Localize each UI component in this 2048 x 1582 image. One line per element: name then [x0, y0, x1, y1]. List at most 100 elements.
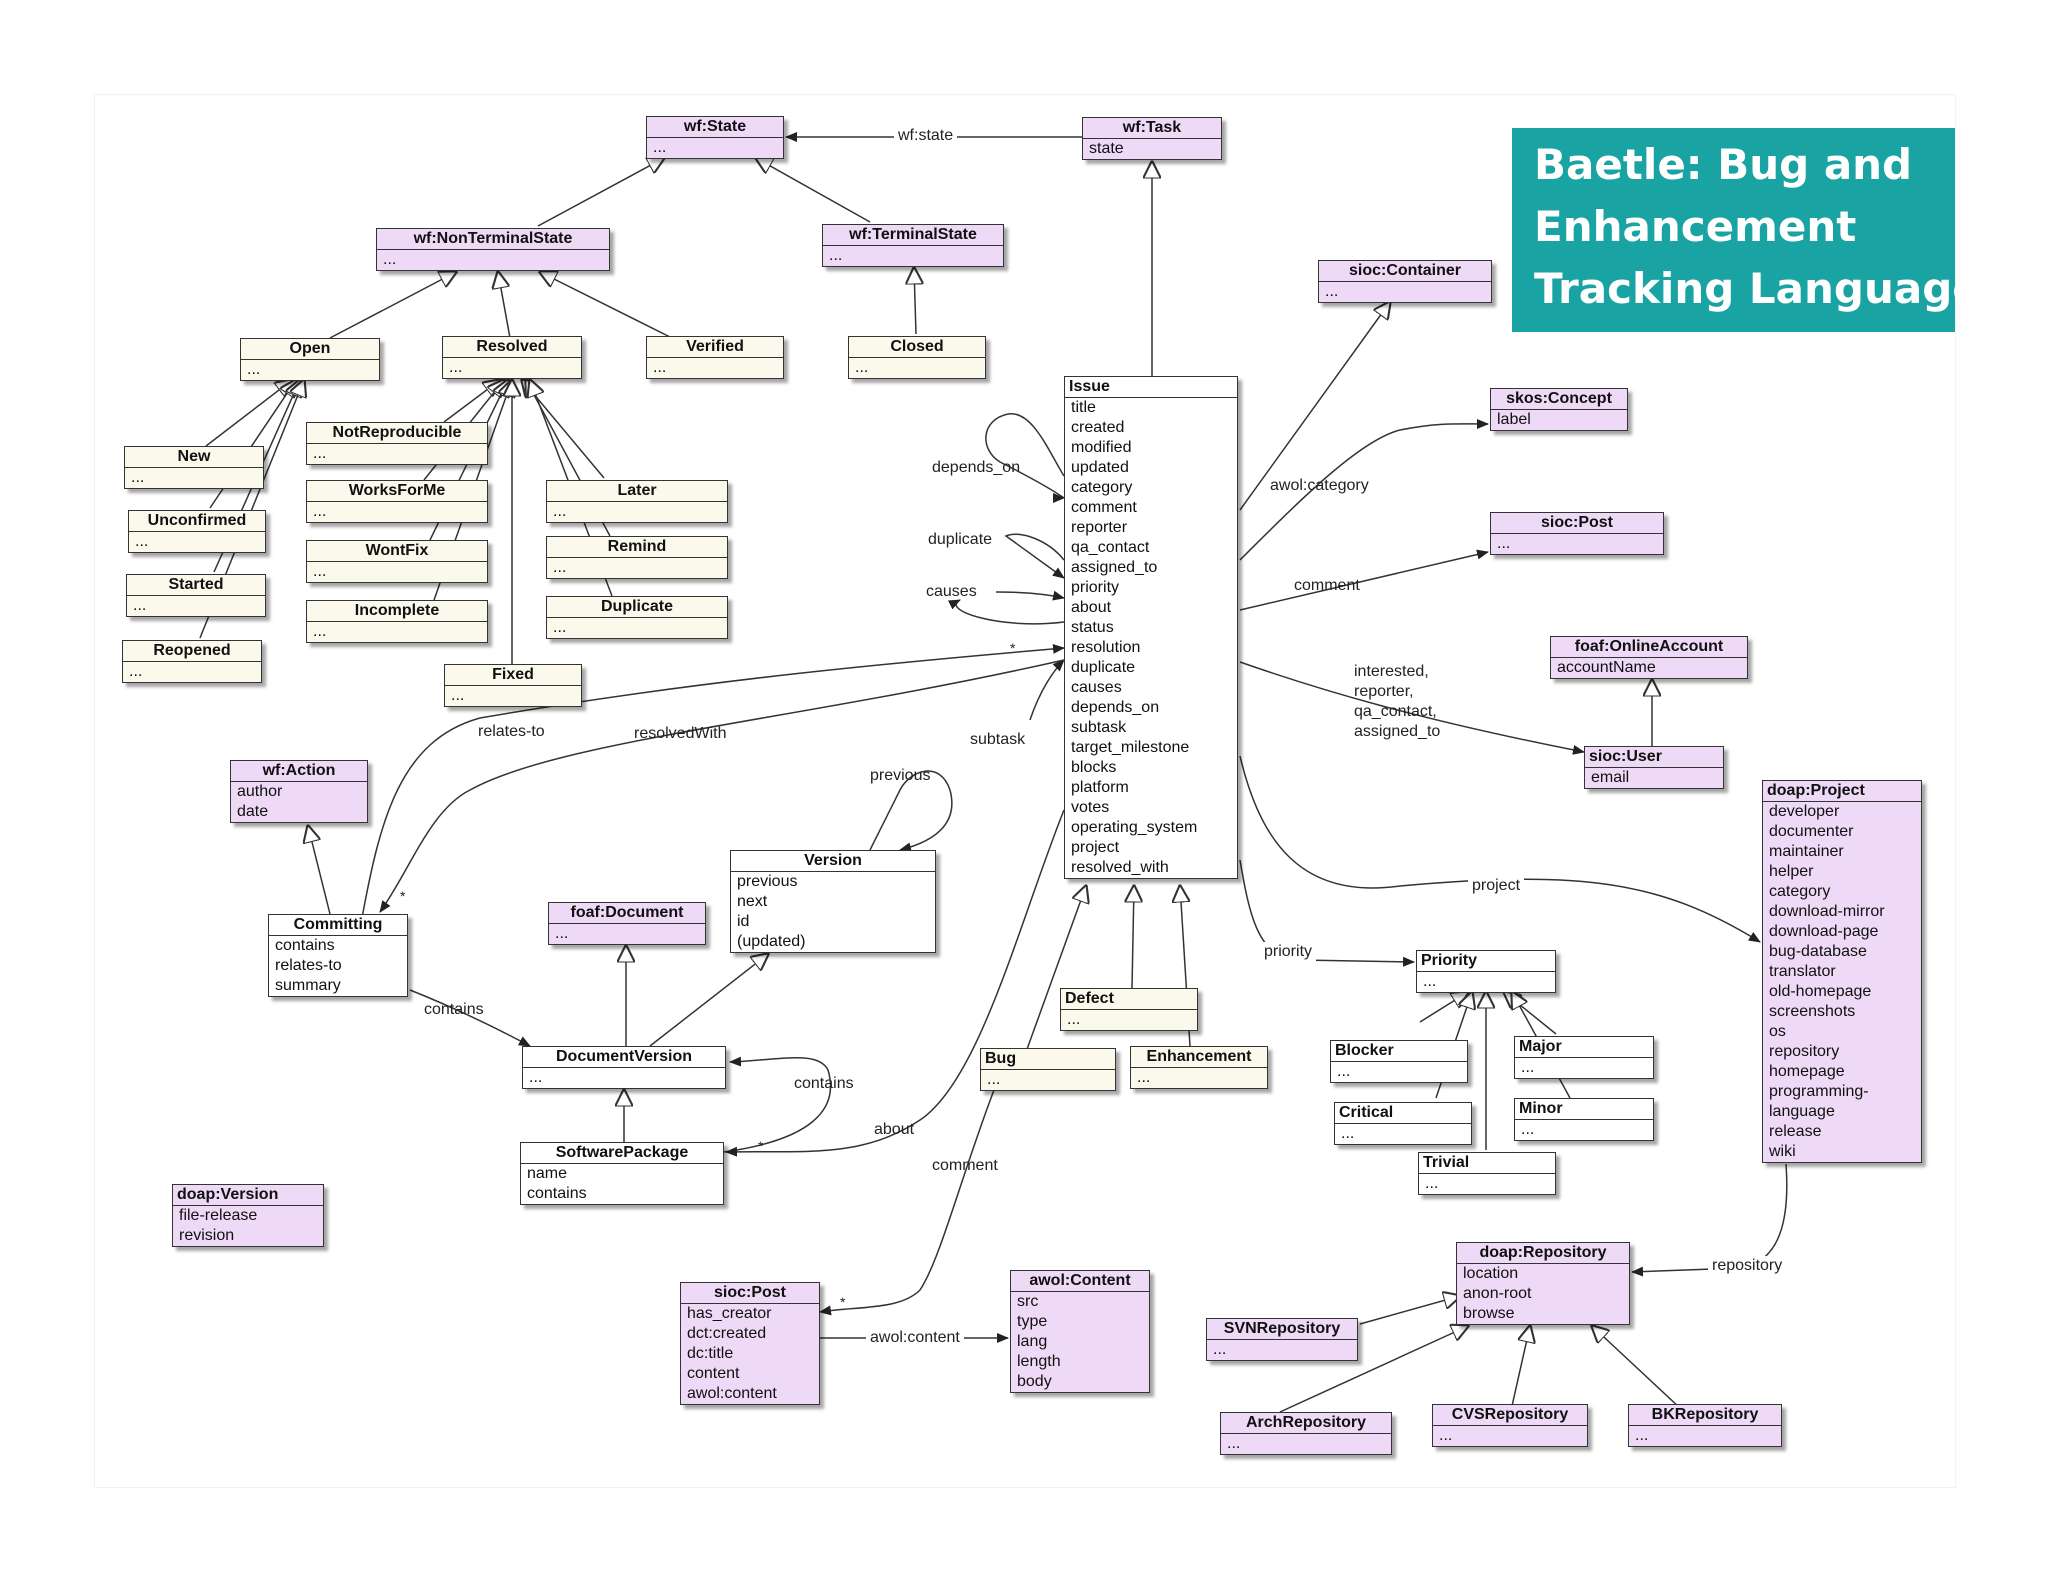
class-attr: ...: [313, 563, 327, 580]
class-attr: category: [1769, 883, 1831, 900]
edge-depends-on: [985, 413, 1065, 499]
edge-notrep-resolved: [443, 380, 500, 423]
class-name: Verified: [647, 337, 783, 358]
class-attr: ...: [313, 623, 327, 640]
class-bk-repository: BKRepository ...: [1628, 1404, 1782, 1447]
label-comment-bug: comment: [932, 1157, 998, 1174]
class-major: Major ...: [1514, 1036, 1654, 1079]
class-attr: ...: [553, 559, 567, 576]
class-name: Closed: [849, 337, 985, 358]
class-name: awol:Content: [1011, 1271, 1149, 1292]
label-depends-on: depends_on: [932, 459, 1021, 476]
edge-major-priority: [1504, 992, 1557, 1035]
class-name: Incomplete: [307, 601, 487, 622]
class-doap-version: doap:Version file-release revision: [172, 1184, 324, 1247]
class-attr: comment: [1071, 499, 1137, 516]
edge-verified-nonterminal: [540, 272, 673, 339]
class-attr: name: [527, 1165, 568, 1182]
class-attr: depends_on: [1071, 699, 1160, 716]
class-attr: ...: [1497, 535, 1511, 552]
edge-project: [1239, 755, 1761, 943]
class-attr: revision: [179, 1227, 235, 1244]
label-contains-commit: contains: [424, 1001, 484, 1018]
class-name: Started: [127, 575, 265, 596]
class-name: DocumentVersion: [523, 1047, 725, 1068]
class-svn-repository: SVNRepository ...: [1206, 1318, 1358, 1361]
class-wf-task: wf:Task state: [1082, 117, 1222, 160]
class-name: Reopened: [123, 641, 261, 662]
class-enhancement: Enhancement ...: [1130, 1046, 1268, 1089]
class-attr: ...: [529, 1069, 543, 1086]
edge-bk-repository: [1592, 1326, 1681, 1409]
edge-nonterminal-state: [537, 158, 664, 227]
edge-closed-terminal: [914, 268, 916, 335]
class-attr: type: [1017, 1313, 1048, 1330]
class-attr: lang: [1017, 1333, 1048, 1350]
issue-attributes: title created modified updated category …: [1065, 398, 1237, 878]
class-resolved: Resolved ...: [442, 336, 582, 379]
class-attr: ...: [1425, 1175, 1439, 1192]
multiplicity-relates-to: *: [1010, 640, 1016, 656]
class-sioc-post-top: sioc:Post ...: [1490, 512, 1664, 555]
class-name: Major: [1515, 1037, 1653, 1058]
class-name: sioc:Post: [681, 1283, 819, 1304]
class-attr: content: [687, 1365, 740, 1382]
class-attr: modified: [1071, 439, 1132, 456]
class-doap-project: doap:Project developer documenter mainta…: [1762, 780, 1922, 1163]
class-sioc-user: sioc:User email: [1584, 746, 1724, 789]
class-later: Later ...: [546, 480, 728, 523]
edge-terminal-state: [756, 158, 871, 223]
class-attr: ...: [451, 687, 465, 704]
class-name: Enhancement: [1131, 1047, 1267, 1068]
label-project: project: [1468, 876, 1525, 895]
multiplicity-committing: *: [400, 888, 406, 904]
class-attr: ...: [131, 469, 145, 486]
class-attr: platform: [1071, 779, 1129, 796]
class-attr: ...: [383, 251, 397, 268]
edge-new-open: [205, 380, 292, 447]
class-name: Remind: [547, 537, 727, 558]
class-name: Issue: [1065, 377, 1237, 398]
class-name: Blocker: [1331, 1041, 1467, 1062]
class-attr: subtask: [1071, 719, 1127, 736]
class-attr: language: [1769, 1103, 1835, 1120]
class-name: sioc:Post: [1491, 513, 1663, 534]
class-attr: ...: [133, 597, 147, 614]
class-duplicate: Duplicate ...: [546, 596, 728, 639]
label-previous: previous: [870, 767, 931, 784]
class-attr: download-page: [1769, 923, 1879, 940]
class-attr: date: [237, 803, 269, 820]
class-attr: ...: [653, 359, 667, 376]
class-wontfix: WontFix ...: [306, 540, 488, 583]
class-attr: ...: [829, 247, 843, 264]
class-name: Trivial: [1419, 1153, 1555, 1174]
class-attr: duplicate: [1071, 659, 1136, 676]
class-attr: ...: [1521, 1121, 1535, 1138]
edge-resolved-nonterminal: [498, 272, 511, 339]
class-fixed: Fixed ...: [444, 664, 582, 707]
edge-blocker-priority: [1419, 992, 1468, 1023]
class-attr: about: [1071, 599, 1112, 616]
class-closed: Closed ...: [848, 336, 986, 379]
class-name: wf:TerminalState: [823, 225, 1003, 246]
class-cvs-repository: CVSRepository ...: [1432, 1404, 1588, 1447]
class-attr: src: [1017, 1293, 1039, 1310]
class-attr: body: [1017, 1373, 1052, 1390]
class-started: Started ...: [126, 574, 266, 617]
class-attr: blocks: [1071, 759, 1117, 776]
class-attr: dc:title: [687, 1345, 734, 1362]
class-attr: label: [1497, 411, 1531, 428]
class-attr: developer: [1769, 803, 1840, 820]
class-priority: Priority ...: [1416, 950, 1556, 993]
class-name: doap:Project: [1763, 781, 1921, 802]
class-attr: homepage: [1769, 1063, 1845, 1080]
edge-contains-commit: [409, 989, 531, 1047]
class-name: Later: [547, 481, 727, 502]
class-attr: ...: [1439, 1427, 1453, 1444]
class-doap-repository: doap:Repository location anon-root brows…: [1456, 1242, 1630, 1325]
class-attr: ...: [553, 619, 567, 636]
class-attr: old-homepage: [1769, 983, 1872, 1000]
class-attr: resolution: [1071, 639, 1141, 656]
class-version: Version previous next id (updated): [730, 850, 936, 953]
class-wf-state: wf:State ...: [646, 116, 784, 159]
